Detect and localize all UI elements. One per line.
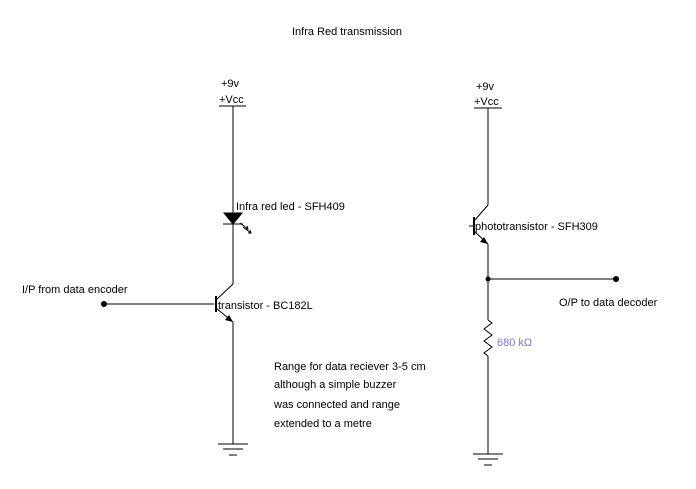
tx-ground-symbol: [218, 443, 248, 456]
note-line-3: was connected and range: [273, 399, 400, 411]
led-label: Infra red led - SFH409: [236, 201, 345, 213]
resistor-symbol: [483, 319, 493, 357]
diagram-title: Infra Red transmission: [292, 26, 402, 38]
note-line-1: Range for data reciever 3-5 cm: [274, 361, 426, 373]
receiver-circuit: +9v +Vcc phototransistor - SFH309 O/P to…: [469, 81, 658, 466]
transistor-label: transistor - BC182L: [218, 300, 313, 312]
tx-supply-rail: +Vcc: [219, 94, 244, 106]
ir-led-symbol: [222, 212, 252, 234]
tx-supply-voltage: +9v: [221, 78, 240, 90]
input-label: I/P from data encoder: [22, 284, 128, 296]
output-label: O/P to data decoder: [559, 297, 658, 309]
rx-supply-rail: +Vcc: [474, 96, 499, 108]
rx-ground-symbol: [473, 453, 503, 466]
transmitter-circuit: +9v +Vcc Infra red led - SFH409 I/P from…: [22, 78, 345, 456]
rx-supply-voltage: +9v: [476, 81, 495, 93]
note-line-2: although a simple buzzer: [274, 379, 397, 391]
resistor-label: 680 kΩ: [497, 337, 532, 349]
note-line-4: extended to a metre: [274, 418, 372, 430]
range-note: Range for data reciever 3-5 cm although …: [273, 361, 426, 430]
output-terminal: [613, 276, 619, 282]
phototransistor-symbol: [469, 204, 489, 245]
npn-transistor-symbol: [215, 283, 234, 323]
phototransistor-label: phototransistor - SFH309: [475, 221, 598, 233]
